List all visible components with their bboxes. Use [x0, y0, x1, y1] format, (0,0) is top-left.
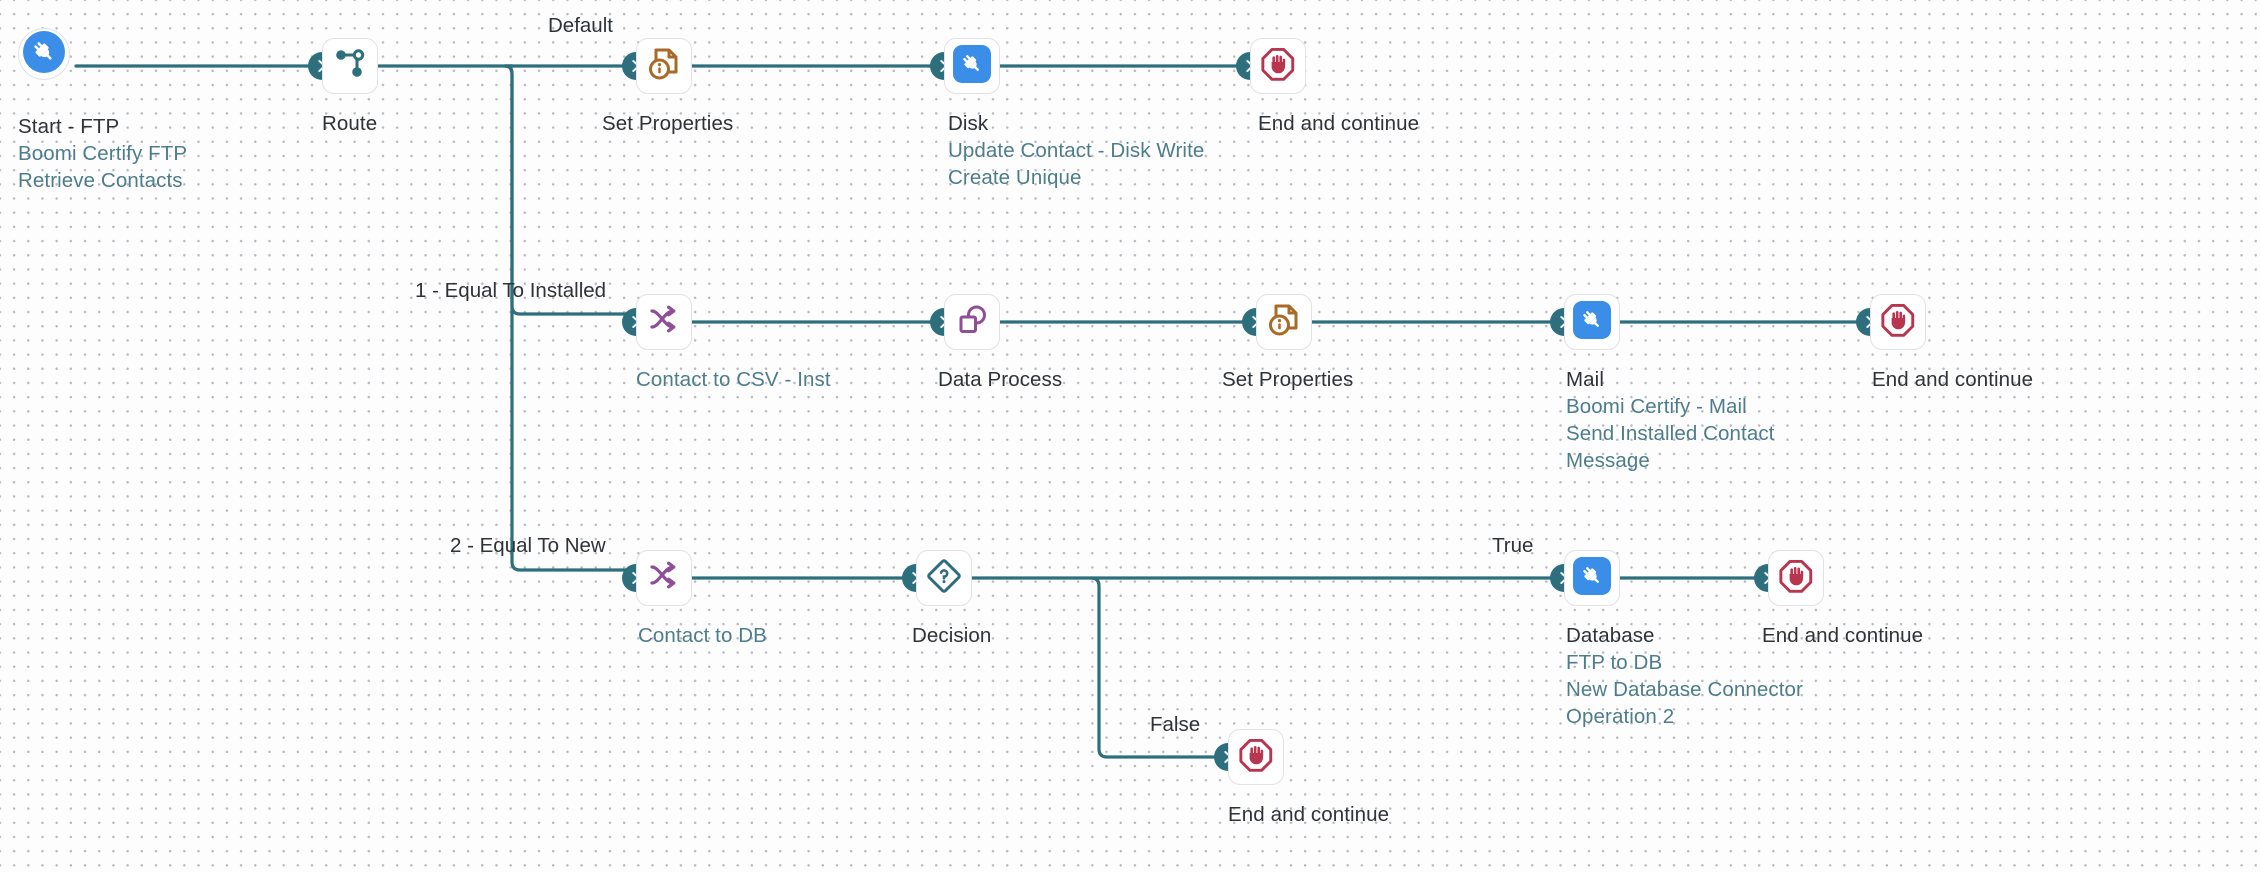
edge-route-branch1	[503, 64, 638, 316]
route-branch-icon	[331, 45, 369, 88]
set-properties-document-icon	[645, 45, 683, 88]
node-label-set-properties-2: Set Properties	[1222, 368, 1354, 391]
node-label-mail: Mail	[1566, 368, 1604, 391]
connector-plug-icon	[23, 30, 65, 78]
node-set-properties-1[interactable]	[636, 38, 692, 94]
edge-label-default: Default	[548, 14, 613, 37]
edge-label-equal-to-installed: 1 - Equal To Installed	[415, 279, 607, 302]
node-end-continue-4[interactable]	[1228, 729, 1284, 785]
node-label-database: Database	[1566, 624, 1655, 647]
node-disk[interactable]	[944, 38, 1000, 94]
map-transform-icon	[645, 557, 683, 600]
node-contact-to-csv-inst[interactable]	[636, 294, 692, 350]
node-label-end-continue-3: End and continue	[1762, 624, 1924, 647]
node-end-continue-2[interactable]	[1870, 294, 1926, 350]
stop-hand-icon	[1237, 736, 1275, 779]
node-end-continue-1[interactable]	[1250, 38, 1306, 94]
node-subtitle-database: FTP to DB New Database Connector Operati…	[1566, 651, 1803, 728]
node-label-end-continue-2: End and continue	[1872, 368, 2034, 391]
node-label-data-process: Data Process	[938, 368, 1063, 391]
node-decision[interactable]	[916, 550, 972, 606]
set-properties-document-icon	[1265, 301, 1303, 344]
node-database[interactable]	[1564, 550, 1620, 606]
node-label-disk: Disk	[948, 112, 989, 135]
node-subtitle-start-ftp: Boomi Certify FTP Retrieve Contacts	[18, 142, 188, 192]
node-label-set-properties-1: Set Properties	[602, 112, 734, 135]
stop-hand-icon	[1879, 301, 1917, 344]
node-data-process[interactable]	[944, 294, 1000, 350]
node-mail[interactable]	[1564, 294, 1620, 350]
edge-label-true: True	[1492, 534, 1534, 557]
node-start-ftp[interactable]	[18, 28, 70, 80]
connector-plug-icon	[1573, 556, 1611, 600]
data-process-icon	[953, 301, 991, 344]
decision-diamond-icon	[925, 557, 963, 600]
node-contact-to-db[interactable]	[636, 550, 692, 606]
edge-label-equal-to-new: 2 - Equal To New	[450, 534, 606, 557]
node-subtitle-mail: Boomi Certify - Mail Send Installed Cont…	[1566, 395, 1775, 472]
connector-plug-icon	[953, 44, 991, 88]
node-label-decision: Decision	[912, 624, 992, 647]
stop-hand-icon	[1259, 45, 1297, 88]
node-label-start-ftp: Start - FTP	[18, 115, 120, 138]
edge-route-branch2	[503, 64, 638, 572]
node-end-continue-3[interactable]	[1768, 550, 1824, 606]
node-subtitle-contact-to-csv: Contact to CSV - Inst	[636, 368, 831, 391]
node-label-end-continue-4: End and continue	[1228, 803, 1390, 826]
edge-label-false: False	[1150, 713, 1201, 736]
node-subtitle-disk: Update Contact - Disk Write Create Uniqu…	[948, 139, 1205, 189]
stop-hand-icon	[1777, 557, 1815, 600]
node-route[interactable]	[322, 38, 378, 94]
node-label-route: Route	[322, 112, 378, 135]
map-transform-icon	[645, 301, 683, 344]
node-subtitle-contact-to-db: Contact to DB	[638, 624, 767, 647]
connector-plug-icon	[1573, 300, 1611, 344]
node-label-end-continue-1: End and continue	[1258, 112, 1420, 135]
node-set-properties-2[interactable]	[1256, 294, 1312, 350]
